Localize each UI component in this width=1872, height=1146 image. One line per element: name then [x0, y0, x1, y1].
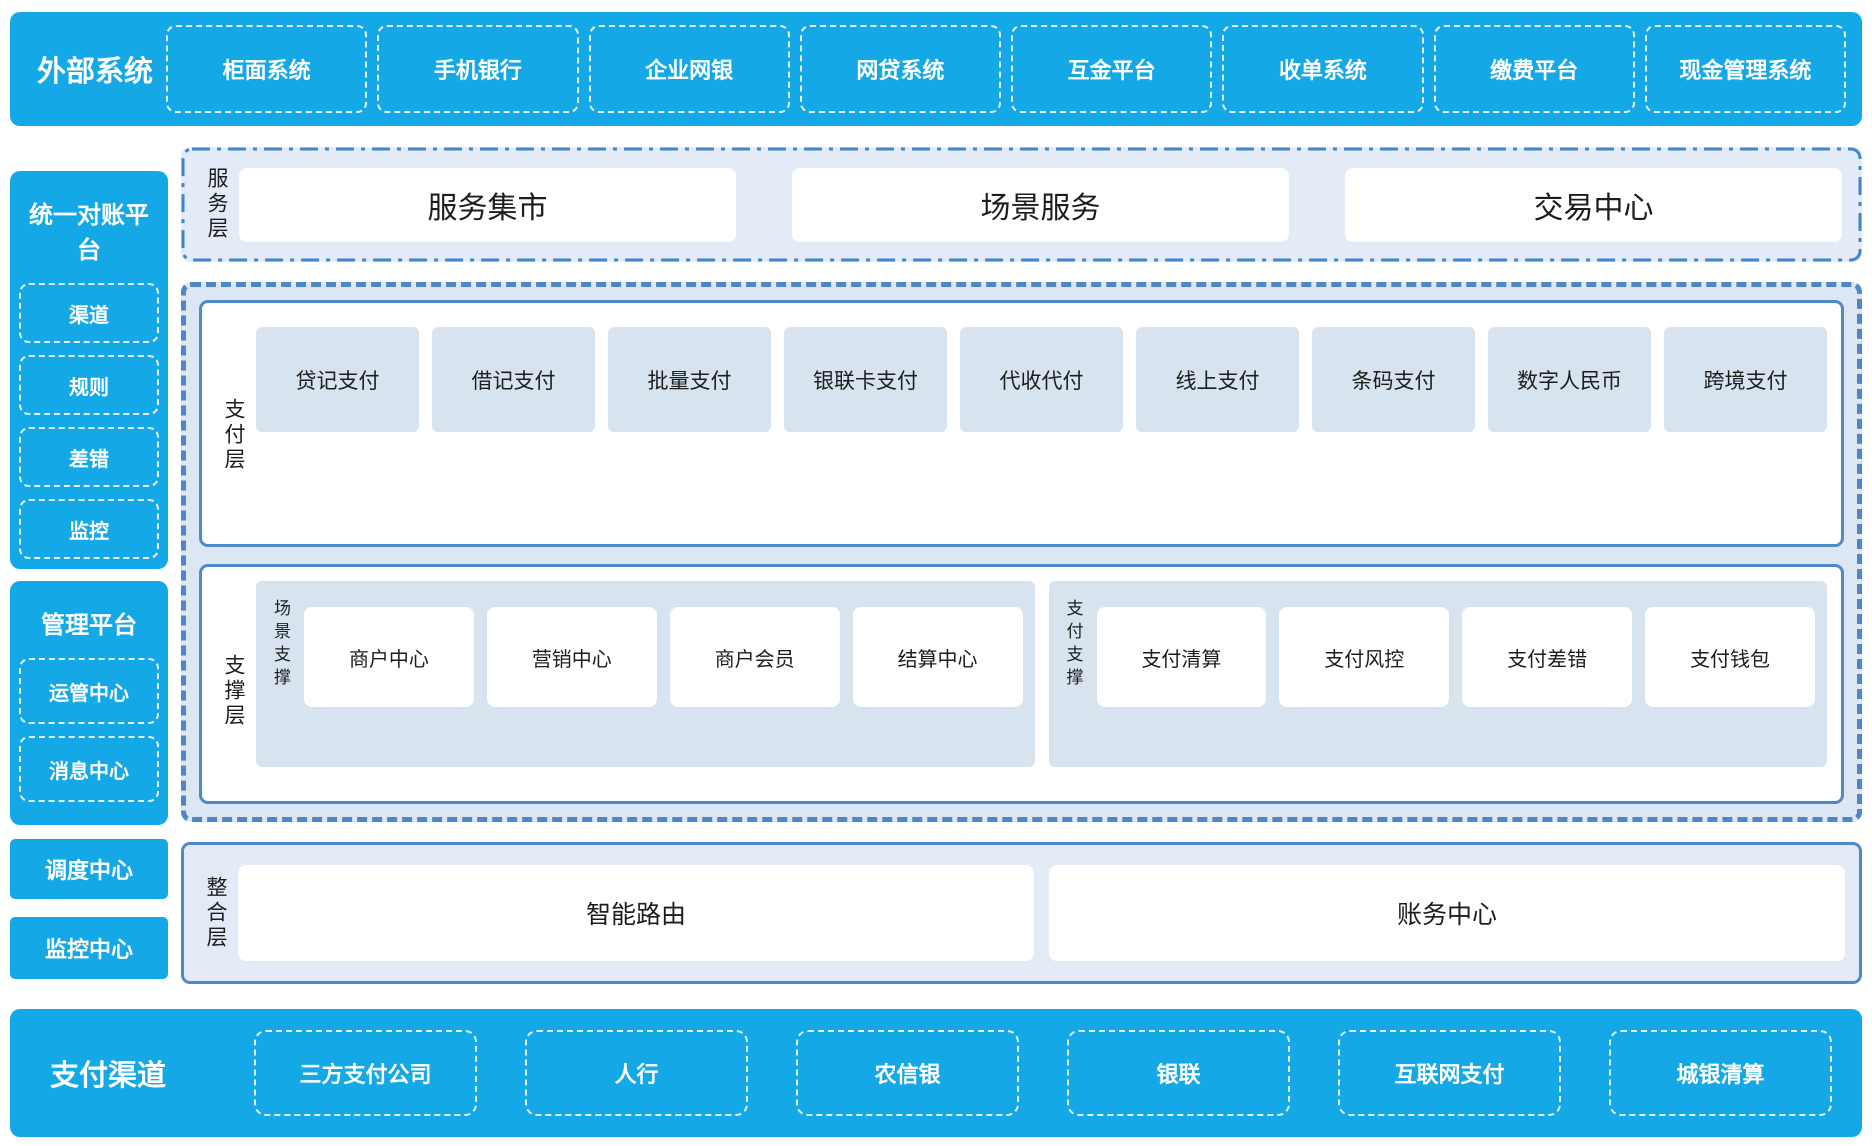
payment-channel-item: 银联	[1067, 1030, 1290, 1116]
external-system-item: 企业网银	[589, 25, 790, 113]
management-item: 消息中心	[19, 736, 159, 802]
support-item: 支付风控	[1279, 607, 1449, 707]
main-layers-column: 服务层 服务集市 场景服务 交易中心 支付层 贷记支付 借记支付 批量支付 银联…	[181, 147, 1862, 984]
payment-channels-items: 三方支付公司 人行 农信银 银联 互联网支付 城银清算	[254, 1030, 1832, 1116]
service-item: 交易中心	[1345, 168, 1842, 242]
external-systems-items: 柜面系统 手机银行 企业网银 网贷系统 互金平台 收单系统 缴费平台 现金管理系…	[166, 25, 1846, 113]
support-layer-groups: 场景支撑 商户中心 营销中心 商户会员 结算中心 支付支撑 支付清算	[256, 581, 1827, 801]
payment-channel-item: 互联网支付	[1338, 1030, 1561, 1116]
integration-item: 智能路由	[238, 865, 1034, 961]
diagram-middle-region: 统一对账平台 渠道 规则 差错 监控 管理平台 运管中心 消息中心 调度中心 监…	[10, 147, 1862, 984]
payment-item: 条码支付	[1312, 327, 1475, 432]
reconciliation-item: 差错	[19, 427, 159, 487]
external-system-item: 网贷系统	[800, 25, 1001, 113]
support-item: 支付清算	[1097, 607, 1267, 707]
support-item: 商户会员	[670, 607, 840, 707]
payment-item: 借记支付	[432, 327, 595, 432]
management-platform-items: 运管中心 消息中心	[19, 658, 159, 802]
external-system-item: 互金平台	[1011, 25, 1212, 113]
service-layer-label: 服务层	[193, 167, 239, 242]
reconciliation-platform-box: 统一对账平台 渠道 规则 差错 监控	[10, 171, 168, 569]
external-system-item: 缴费平台	[1434, 25, 1635, 113]
reconciliation-item: 渠道	[19, 283, 159, 343]
integration-layer: 整合层 智能路由 账务中心	[181, 842, 1862, 984]
payment-support-items: 支付清算 支付风控 支付差错 支付钱包	[1097, 607, 1816, 757]
support-item: 营销中心	[487, 607, 657, 707]
support-item: 支付差错	[1462, 607, 1632, 707]
management-platform-box: 管理平台 运管中心 消息中心	[10, 581, 168, 825]
reconciliation-item: 规则	[19, 355, 159, 415]
payment-item: 跨境支付	[1664, 327, 1827, 432]
support-item: 支付钱包	[1645, 607, 1815, 707]
service-layer-items: 服务集市 场景服务 交易中心	[239, 168, 1842, 242]
service-item: 场景服务	[792, 168, 1289, 242]
reconciliation-item: 监控	[19, 499, 159, 559]
external-systems-band: 外部系统 柜面系统 手机银行 企业网银 网贷系统 互金平台 收单系统 缴费平台 …	[10, 12, 1862, 126]
integration-item: 账务中心	[1049, 865, 1845, 961]
payment-layer: 支付层 贷记支付 借记支付 批量支付 银联卡支付 代收代付 线上支付 条码支付 …	[199, 300, 1844, 547]
reconciliation-platform-title: 统一对账平台	[19, 179, 159, 283]
service-layer: 服务层 服务集市 场景服务 交易中心	[181, 147, 1862, 262]
payment-layer-label: 支付层	[210, 327, 256, 544]
payment-item: 线上支付	[1136, 327, 1299, 432]
support-layer-label: 支撑层	[210, 581, 256, 801]
service-item: 服务集市	[239, 168, 736, 242]
payment-item: 银联卡支付	[784, 327, 947, 432]
payment-layer-items: 贷记支付 借记支付 批量支付 银联卡支付 代收代付 线上支付 条码支付 数字人民…	[256, 327, 1827, 544]
support-item: 商户中心	[304, 607, 474, 707]
support-item: 结算中心	[853, 607, 1023, 707]
reconciliation-platform-items: 渠道 规则 差错 监控	[19, 283, 159, 559]
payment-item: 批量支付	[608, 327, 771, 432]
payment-channel-item: 农信银	[796, 1030, 1019, 1116]
scene-support-group: 场景支撑 商户中心 营销中心 商户会员 结算中心	[256, 581, 1035, 767]
integration-layer-items: 智能路由 账务中心	[238, 865, 1845, 961]
external-systems-title: 外部系统	[24, 48, 166, 90]
payment-channel-item: 城银清算	[1609, 1030, 1832, 1116]
left-sidebar: 统一对账平台 渠道 规则 差错 监控 管理平台 运管中心 消息中心 调度中心 监…	[10, 171, 168, 984]
payment-channels-band: 支付渠道 三方支付公司 人行 农信银 银联 互联网支付 城银清算	[10, 1009, 1862, 1137]
external-system-item: 柜面系统	[166, 25, 367, 113]
external-system-item: 收单系统	[1222, 25, 1423, 113]
monitoring-center-box: 监控中心	[10, 917, 168, 979]
payment-item: 贷记支付	[256, 327, 419, 432]
payment-channel-item: 人行	[525, 1030, 748, 1116]
support-layer: 支撑层 场景支撑 商户中心 营销中心 商户会员 结算中心	[199, 564, 1844, 804]
payment-support-group: 支付支撑 支付清算 支付风控 支付差错 支付钱包	[1049, 581, 1828, 767]
scene-support-label: 场景支撑	[268, 591, 304, 757]
external-system-item: 手机银行	[377, 25, 578, 113]
payment-item: 代收代付	[960, 327, 1123, 432]
core-layers-container: 支付层 贷记支付 借记支付 批量支付 银联卡支付 代收代付 线上支付 条码支付 …	[181, 282, 1862, 822]
management-platform-title: 管理平台	[19, 589, 159, 658]
integration-layer-label: 整合层	[192, 876, 238, 951]
external-system-item: 现金管理系统	[1645, 25, 1846, 113]
payment-channel-item: 三方支付公司	[254, 1030, 477, 1116]
management-item: 运管中心	[19, 658, 159, 724]
payment-support-label: 支付支撑	[1061, 591, 1097, 757]
payment-item: 数字人民币	[1488, 327, 1651, 432]
dispatch-center-box: 调度中心	[10, 839, 168, 899]
scene-support-items: 商户中心 营销中心 商户会员 结算中心	[304, 607, 1023, 757]
payment-channels-title: 支付渠道	[44, 1052, 172, 1094]
